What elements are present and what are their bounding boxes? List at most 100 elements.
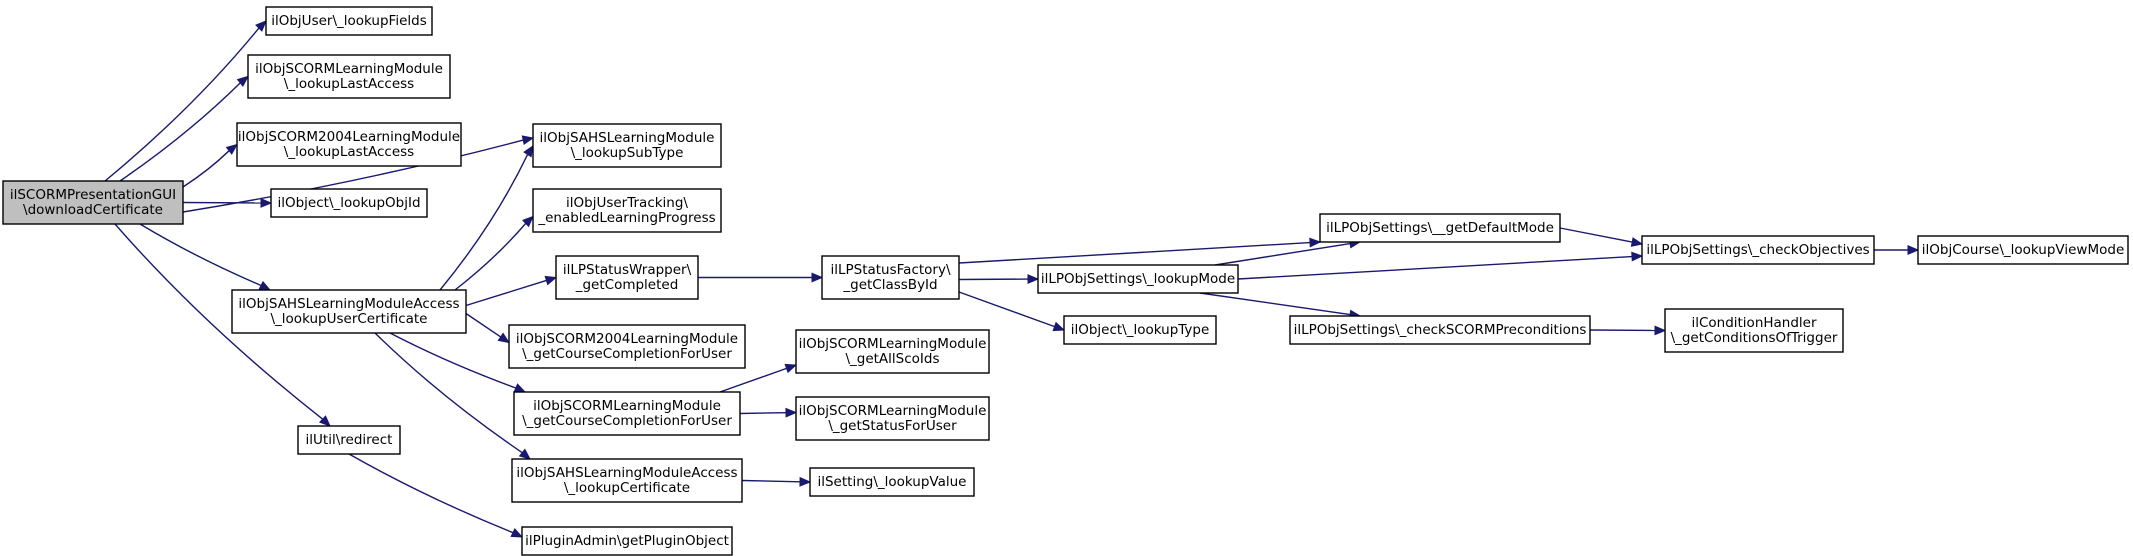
node-label: ilLPStatusFactory\ [830,262,950,278]
call-edge-n0-n3 [182,150,230,188]
function-node-n21[interactable]: ilLPObjSettings\_checkSCORMPreconditions [1289,315,1591,345]
node-box[interactable] [795,396,990,441]
arrowhead-icon [497,332,511,344]
node-box[interactable] [1664,308,1844,353]
node-label: ilPluginAdmin\getPluginObject [525,533,729,549]
function-node-n13[interactable]: ilPluginAdmin\getPluginObject [521,526,733,556]
node-box[interactable] [511,458,743,503]
function-node-n24[interactable]: ilObjCourse\_lookupViewMode [1917,235,2129,265]
function-node-n18[interactable]: ilLPObjSettings\__getDefaultMode [1319,213,1561,243]
node-box[interactable] [247,54,451,99]
function-nodes: ilSCORMPresentationGUI\downloadCertifica… [2,6,2129,556]
node-label: _getCompleted [575,277,679,293]
node-box[interactable] [1037,264,1239,294]
node-box[interactable] [231,289,467,334]
call-edge-n19-n21 [1199,292,1351,316]
arrowhead-icon [255,20,267,32]
node-box[interactable] [1641,235,1875,265]
node-label: ilSetting\_lookupValue [817,474,966,490]
function-node-n17[interactable]: ilSetting\_lookupValue [809,467,975,497]
node-box[interactable] [265,6,433,36]
node-label: \_lookupLastAccess [284,76,414,92]
node-label: _getClassById [842,277,937,293]
call-edge-n18-n22 [1559,227,1633,243]
node-box[interactable] [821,255,960,300]
node-box[interactable] [236,122,462,167]
arrowhead-icon [510,527,524,538]
function-node-n9[interactable]: ilLPStatusWrapper\_getCompleted [555,255,699,300]
node-box[interactable] [1289,315,1591,345]
call-edge-n0-n6 [139,223,262,287]
function-node-n2[interactable]: ilObjSCORMLearningModule\_lookupLastAcce… [247,54,451,99]
arrowhead-icon [225,143,239,155]
arrowhead-icon [1027,274,1040,285]
function-node-n14[interactable]: ilLPStatusFactory\_getClassById [821,255,960,300]
arrowhead-icon [521,215,534,228]
function-node-n3[interactable]: ilObjSCORM2004LearningModule\_lookupLast… [236,122,462,167]
function-node-n22[interactable]: ilLPObjSettings\_checkObjectives [1641,235,1875,265]
node-label: ilObjCourse\_lookupViewMode [1922,242,2125,258]
root-node-box[interactable] [2,180,184,225]
node-box[interactable] [1319,213,1561,243]
arrowhead-icon [1631,251,1644,262]
node-label: ilUtil\redirect [306,432,393,448]
function-node-n10[interactable]: ilObjSCORM2004LearningModule\_getCourseC… [508,324,746,369]
arrowhead-icon [785,407,798,418]
node-label: ilObjUserTracking\ [566,195,688,211]
function-node-n1[interactable]: ilObjUser\_lookupFields [265,6,433,36]
node-label: ilObject\_lookupObjId [277,195,420,211]
arrowhead-icon [521,135,535,146]
node-box[interactable] [809,467,975,497]
node-box[interactable] [1917,235,2129,265]
function-node-n7[interactable]: ilUtil\redirect [297,425,401,455]
arrowhead-icon [544,275,558,286]
node-box[interactable] [270,188,428,218]
node-box[interactable] [513,391,741,436]
function-node-n8[interactable]: ilObjUserTracking\_enabledLearningProgre… [532,188,722,233]
function-node-n19[interactable]: ilLPObjSettings\_lookupMode [1037,264,1239,294]
node-label: ilObjSCORM2004LearningModule [516,331,738,347]
node-box[interactable] [297,425,401,455]
function-node-n6[interactable]: ilObjSAHSLearningModuleAccess\_lookupUse… [231,289,467,334]
call-edge-n6-n12 [374,332,523,454]
function-node-n0[interactable]: ilSCORMPresentationGUI\downloadCertifica… [2,180,184,225]
node-label: ilLPStatusWrapper\ [563,262,692,278]
node-label: ilConditionHandler [1691,315,1817,331]
function-node-n11[interactable]: ilObjSCORMLearningModule\_getCourseCompl… [513,391,741,436]
arrowhead-icon [260,197,273,208]
node-label: \_lookupCertificate [564,480,690,496]
node-label: \downloadCertificate [23,202,163,218]
arrowhead-icon [258,280,272,291]
node-box[interactable] [795,329,990,374]
function-node-n20[interactable]: ilObject\_lookupType [1063,315,1217,345]
node-box[interactable] [555,255,699,300]
node-box[interactable] [532,188,722,233]
node-box[interactable] [508,324,746,369]
node-label: ilObject\_lookupType [1071,322,1210,338]
node-box[interactable] [1063,315,1217,345]
function-node-n4[interactable]: ilObject\_lookupObjId [270,188,428,218]
call-edge-n14-n18 [958,241,1311,264]
node-label: \_getAllScoIds [845,351,939,367]
node-label: ilObjSAHSLearningModule [540,130,715,146]
call-edge-n6-n9 [465,279,547,307]
call-edge-n6-n11 [389,332,517,389]
function-node-n12[interactable]: ilObjSAHSLearningModuleAccess\_lookupCer… [511,458,743,503]
call-edge-n6-n10 [465,312,502,338]
call-edge-n14-n20 [958,291,1055,328]
node-label: ilLPObjSettings\__getDefaultMode [1326,220,1554,236]
arrowhead-icon [1630,237,1644,247]
arrowhead-icon [318,415,331,427]
node-label: ilObjSCORM2004LearningModule [238,129,460,145]
call-edge-n11-n15 [719,367,787,393]
function-node-n15[interactable]: ilObjSCORMLearningModule\_getAllScoIds [795,329,990,374]
node-label: ilSCORMPresentationGUI [10,187,176,203]
node-label: \_getConditionsOfTrigger [1671,330,1838,346]
function-node-n23[interactable]: ilConditionHandler\_getConditionsOfTrigg… [1664,308,1844,353]
node-box[interactable] [532,123,722,168]
node-box[interactable] [521,526,733,556]
call-edge-n6-n8 [454,222,527,291]
function-node-n5[interactable]: ilObjSAHSLearningModule\_lookupSubType [532,123,722,168]
function-node-n16[interactable]: ilObjSCORMLearningModule\_getStatusForUs… [795,396,990,441]
